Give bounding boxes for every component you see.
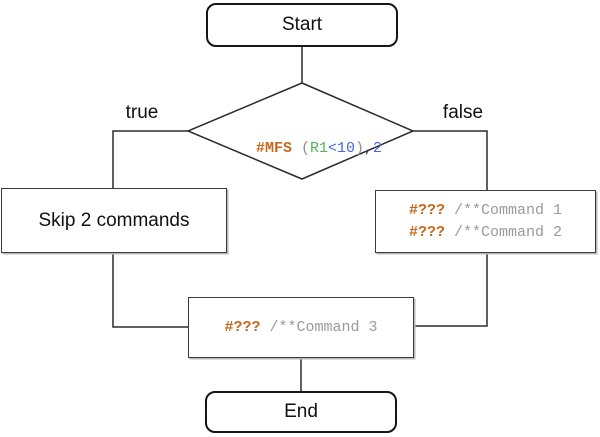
commands-node: #??? /**Command 1 #??? /**Command 2 — [375, 190, 596, 253]
command3-node: #??? /**Command 3 — [188, 297, 414, 358]
branch-true-label: true — [125, 102, 159, 123]
decision-keyword: #MFS — [255, 140, 292, 157]
decision-register: R1 — [309, 140, 328, 157]
branch-false-label: false — [442, 102, 484, 123]
command-line-1: #??? /**Command 1 — [409, 200, 562, 222]
decision-diamond-shape — [186, 82, 415, 180]
command-line-2: #??? /**Command 2 — [409, 222, 562, 244]
command-3-opcode: #??? — [224, 318, 261, 336]
decision-close-paren: ) — [355, 140, 365, 157]
command-line-3: #??? /**Command 3 — [224, 317, 377, 339]
decision-node-code: #MFS (R1<10),2 — [188, 122, 414, 157]
end-node: End — [205, 391, 397, 433]
decision-operand: 2 — [373, 140, 383, 157]
start-node-label: Start — [281, 14, 323, 35]
command-2-opcode: #??? — [408, 223, 445, 241]
command-1-opcode: #??? — [408, 201, 445, 219]
skip-commands-node: Skip 2 commands — [1, 188, 227, 253]
decision-comparison: <10 — [328, 140, 356, 157]
edge-decision-false — [413, 130, 488, 190]
skip-commands-label: Skip 2 commands — [38, 209, 190, 231]
edge-commands-to-command3 — [414, 253, 488, 327]
edge-decision-true — [112, 130, 188, 188]
command-3-comment: /**Command 3 — [260, 318, 378, 336]
end-node-label: End — [284, 401, 318, 422]
command-2-comment: /**Command 2 — [444, 223, 563, 241]
decision-comma: , — [364, 140, 374, 157]
command-1-comment: /**Command 1 — [444, 201, 563, 219]
edge-skip-to-command3 — [112, 253, 188, 328]
decision-open-paren: ( — [291, 140, 310, 157]
start-node: Start — [206, 3, 398, 47]
